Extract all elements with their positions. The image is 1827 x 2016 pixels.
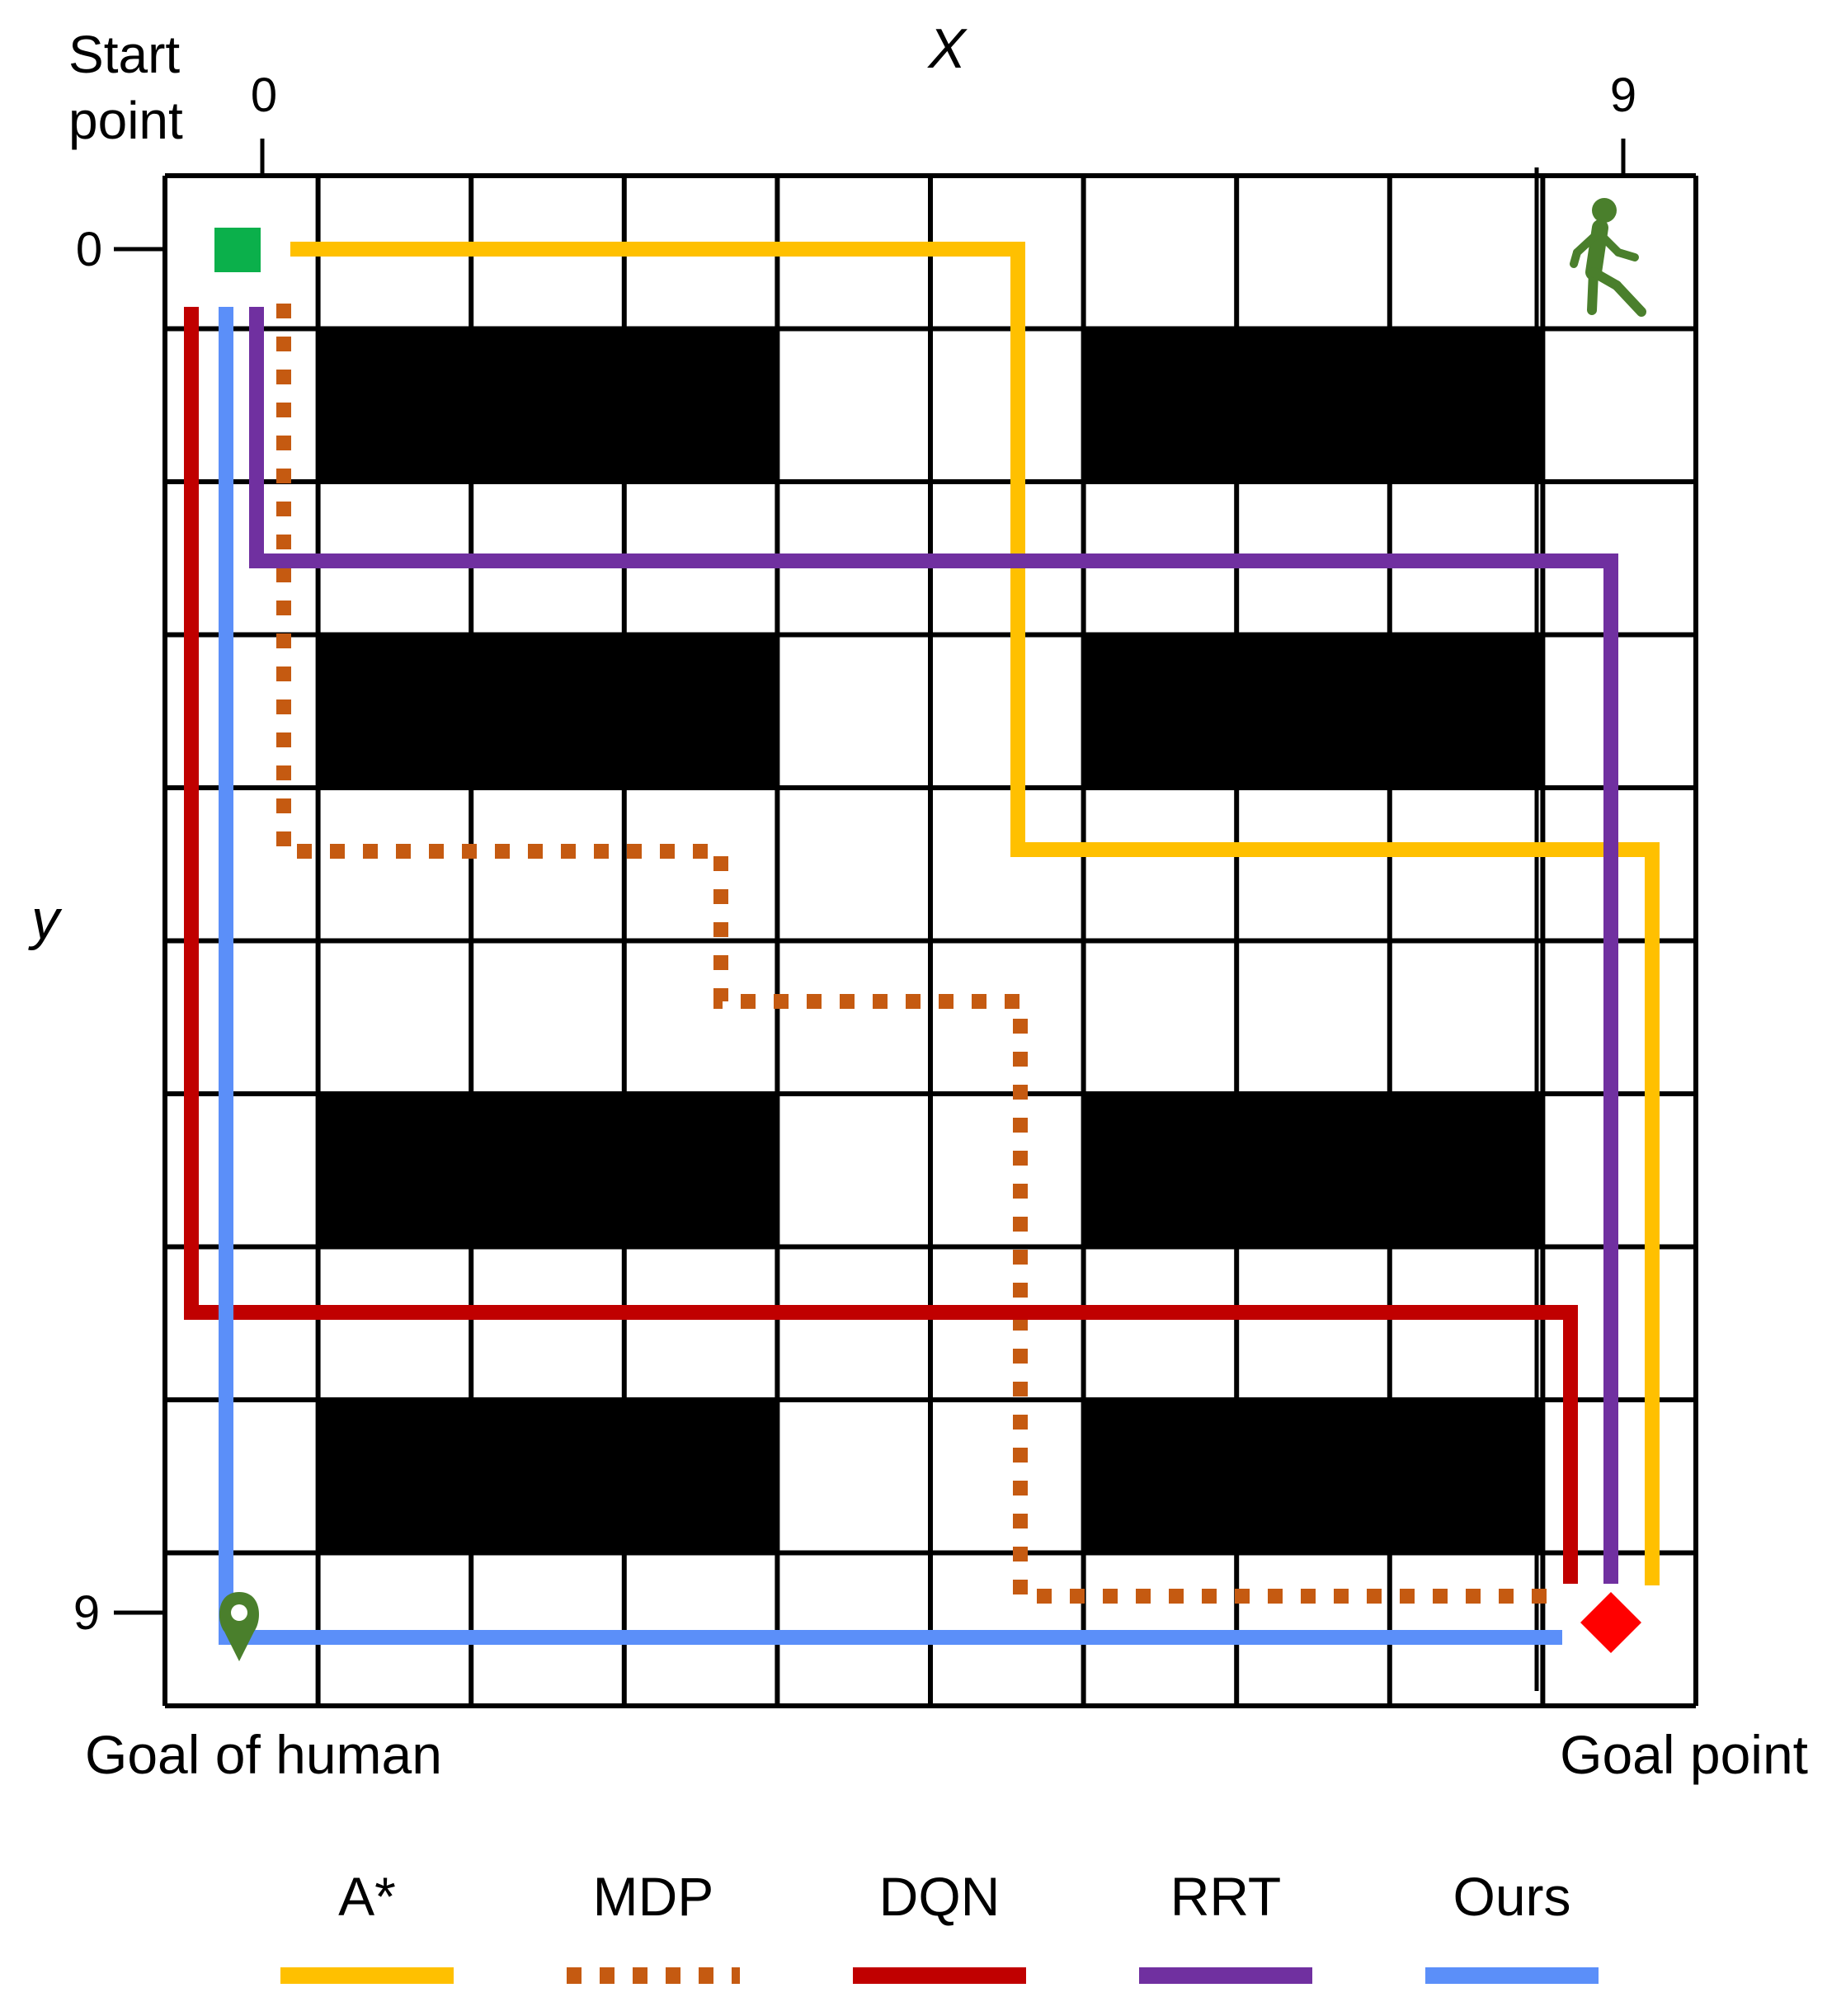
obstacle-block: [1083, 1400, 1543, 1553]
legend-label-a: A*: [338, 1866, 396, 1927]
start-marker-green-square-icon: [214, 228, 261, 272]
walking-person-icon: [1570, 198, 1646, 317]
path-dqn: [184, 307, 1578, 1584]
path-ours: [219, 307, 1562, 1645]
obstacle-block: [1083, 1094, 1543, 1247]
legend-label-ours: Ours: [1453, 1866, 1570, 1927]
start-point-label-line2: point: [68, 91, 183, 150]
obstacle-block: [318, 1094, 778, 1247]
legend: A* MDP DQN RRT Ours: [280, 1866, 1599, 1984]
goal-of-human-label: Goal of human: [85, 1724, 442, 1785]
path-rrt: [249, 307, 1618, 1584]
grid-10x10: [162, 173, 1698, 1708]
planned-paths: [184, 242, 1660, 1645]
x-tick-label-end: 9: [1610, 68, 1636, 122]
goal-point-label: Goal point: [1560, 1724, 1808, 1785]
obstacle-block: [318, 634, 778, 788]
x-axis-label: X: [926, 17, 968, 80]
legend-label-mdp: MDP: [593, 1866, 714, 1927]
y-tick-label-end: 9: [73, 1586, 100, 1640]
goal-point-red-diamond-icon: [1580, 1592, 1641, 1653]
obstacle-block: [1083, 328, 1543, 482]
obstacle-block: [318, 328, 778, 482]
obstacle-block: [318, 1400, 778, 1553]
obstacle-layer: [318, 328, 1543, 1553]
human-goal-map-pin-icon: [219, 1592, 260, 1661]
axis-ticks: [114, 139, 1626, 1691]
y-axis-label: y: [28, 888, 63, 951]
obstacle-block: [1083, 634, 1543, 788]
legend-label-rrt: RRT: [1170, 1866, 1281, 1927]
y-tick-label-start: 0: [76, 223, 102, 276]
legend-label-dqn: DQN: [879, 1866, 1001, 1927]
path-mdp: [276, 304, 1547, 1604]
path-astar: [290, 242, 1660, 1585]
start-point-label-line1: Start: [68, 25, 180, 84]
x-tick-label-start: 0: [251, 68, 277, 122]
